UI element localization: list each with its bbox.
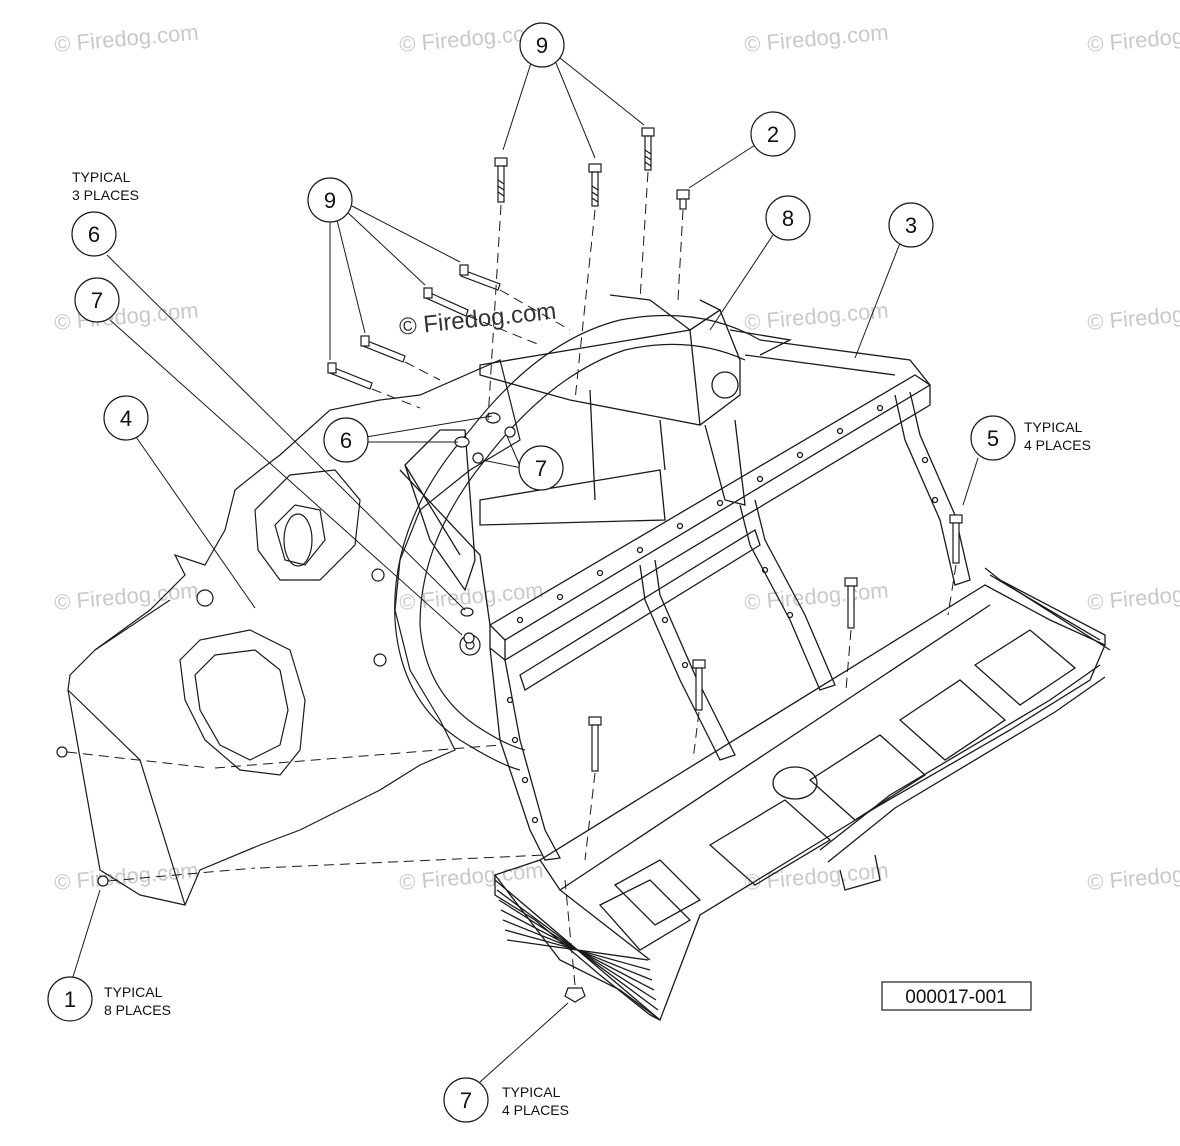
- svg-text:1: 1: [64, 987, 76, 1012]
- callout-9-top: 9: [519, 22, 565, 68]
- bolt-5-c: [692, 659, 706, 711]
- leader-lines: [71, 57, 979, 1083]
- watermark: © Firedog.com: [743, 857, 889, 895]
- svg-text:3 PLACES: 3 PLACES: [72, 187, 139, 203]
- watermark: © Firedog.com: [1086, 857, 1180, 895]
- watermark-main: © Firedog.com: [398, 298, 558, 341]
- watermark: © Firedog.com: [743, 577, 889, 615]
- watermark: © Firedog.com: [53, 19, 199, 57]
- note-typical-8-places: TYPICAL 8 PLACES: [104, 984, 171, 1018]
- assembly-lines: [66, 171, 957, 986]
- callout-6-mid: 6: [323, 417, 369, 463]
- top-bracket: [479, 294, 793, 526]
- bolt-9-f: [360, 335, 406, 363]
- frame-ring: [394, 314, 761, 771]
- svg-text:8 PLACES: 8 PLACES: [104, 1002, 171, 1018]
- callout-3: 3: [888, 202, 934, 248]
- bolt-5-a: [949, 514, 963, 564]
- callout-8: 8: [765, 195, 811, 241]
- note-typical-4-places-bottom: TYPICAL 4 PLACES: [502, 1084, 569, 1118]
- watermark: © Firedog.com: [1086, 577, 1180, 615]
- svg-text:4 PLACES: 4 PLACES: [502, 1102, 569, 1118]
- callout-7-top: 7: [74, 277, 120, 323]
- svg-text:TYPICAL: TYPICAL: [502, 1084, 561, 1100]
- svg-text:3: 3: [905, 213, 917, 238]
- notes: TYPICAL 3 PLACES TYPICAL 4 PLACES TYPICA…: [72, 169, 1091, 1118]
- svg-text:TYPICAL: TYPICAL: [72, 169, 131, 185]
- note-typical-4-places-right: TYPICAL 4 PLACES: [1024, 419, 1091, 453]
- bolt-5-d: [588, 716, 602, 772]
- watermark: © Firedog.com: [743, 297, 889, 335]
- nut-7-bottom: [564, 987, 586, 1003]
- svg-text:4 PLACES: 4 PLACES: [1024, 437, 1091, 453]
- bolt-9-b: [588, 163, 602, 207]
- bolt-5-b: [844, 577, 858, 629]
- note-typical-3-places: TYPICAL 3 PLACES: [72, 169, 139, 203]
- floor-pan: [493, 567, 1111, 1022]
- washer-6: [454, 412, 501, 617]
- callout-7-mid: 7: [518, 445, 564, 491]
- upright-frame: [399, 339, 971, 861]
- svg-text:4: 4: [120, 406, 132, 431]
- watermark: © Firedog.com: [1086, 297, 1180, 335]
- callout-7-bottom: 7: [443, 1077, 489, 1123]
- callout-5: 5: [970, 415, 1016, 461]
- svg-text:5: 5: [987, 426, 999, 451]
- watermark: © Firedog.com: [743, 19, 889, 57]
- callout-4: 4: [103, 395, 149, 441]
- callout-9-left: 9: [307, 177, 353, 223]
- svg-text:TYPICAL: TYPICAL: [104, 984, 163, 1000]
- watermark: © Firedog.com: [53, 857, 199, 895]
- callouts: 9 2 9 8 3 6 7 4: [47, 22, 1016, 1123]
- callout-2: 2: [750, 111, 796, 157]
- svg-text:9: 9: [324, 188, 336, 213]
- watermark: © Firedog.com: [398, 857, 544, 895]
- watermark: © Firedog.com: [1086, 19, 1180, 57]
- svg-text:TYPICAL: TYPICAL: [1024, 419, 1083, 435]
- bolt-2: [676, 189, 690, 210]
- nut-1-b: [97, 875, 109, 887]
- drawing-number-box: 000017-001: [881, 981, 1032, 1011]
- callout-1: 1: [47, 976, 93, 1022]
- bolt-9-d: [459, 264, 501, 291]
- bolt-9-g: [327, 362, 373, 390]
- svg-text:6: 6: [88, 222, 100, 247]
- svg-text:7: 7: [91, 288, 103, 313]
- nut-1-a: [56, 746, 68, 758]
- svg-text:2: 2: [767, 122, 779, 147]
- svg-text:6: 6: [340, 428, 352, 453]
- svg-text:8: 8: [782, 206, 794, 231]
- drawing-number: 000017-001: [905, 987, 1006, 1008]
- bolt-9-c: [641, 127, 655, 171]
- nut-7: [463, 426, 516, 644]
- bolt-9-e: [423, 287, 469, 317]
- callout-6-top: 6: [71, 211, 117, 257]
- watermark-group: © Firedog.com © Firedog.com © Firedog.co…: [53, 19, 1180, 895]
- svg-text:7: 7: [460, 1088, 472, 1113]
- bolt-9-a: [494, 157, 508, 203]
- svg-text:7: 7: [535, 456, 547, 481]
- svg-text:9: 9: [536, 33, 548, 58]
